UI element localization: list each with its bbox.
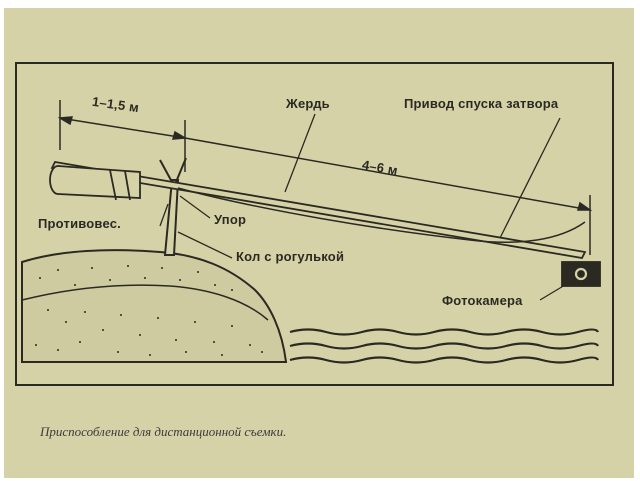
- leader-lines: [159, 113, 571, 301]
- illustration-frame: [15, 62, 614, 386]
- stop-label: Упор: [214, 212, 247, 227]
- camera-label: Фотокамера: [442, 293, 523, 308]
- bank-inner-line: [21, 284, 269, 321]
- shutter-cable: [177, 187, 586, 243]
- figure-caption: Приспособление для дистанционной съемки.: [40, 424, 287, 439]
- dimension-short: [57, 100, 188, 172]
- shutter-drive-label: Привод спуска затвора: [404, 96, 559, 111]
- bank-speckles: [35, 265, 263, 356]
- bank-ground: [21, 249, 288, 363]
- counterweight-body: [49, 165, 141, 201]
- camera-body: [561, 261, 601, 287]
- dimension-long: [184, 137, 593, 255]
- forked-stake-label: Кол с рогулькой: [236, 249, 345, 264]
- counterweight-label: Противовес.: [38, 216, 121, 231]
- pole: [50, 161, 587, 259]
- pole-label: Жердь: [286, 96, 330, 111]
- water-waves: [289, 328, 600, 364]
- forked-stake: [159, 157, 187, 256]
